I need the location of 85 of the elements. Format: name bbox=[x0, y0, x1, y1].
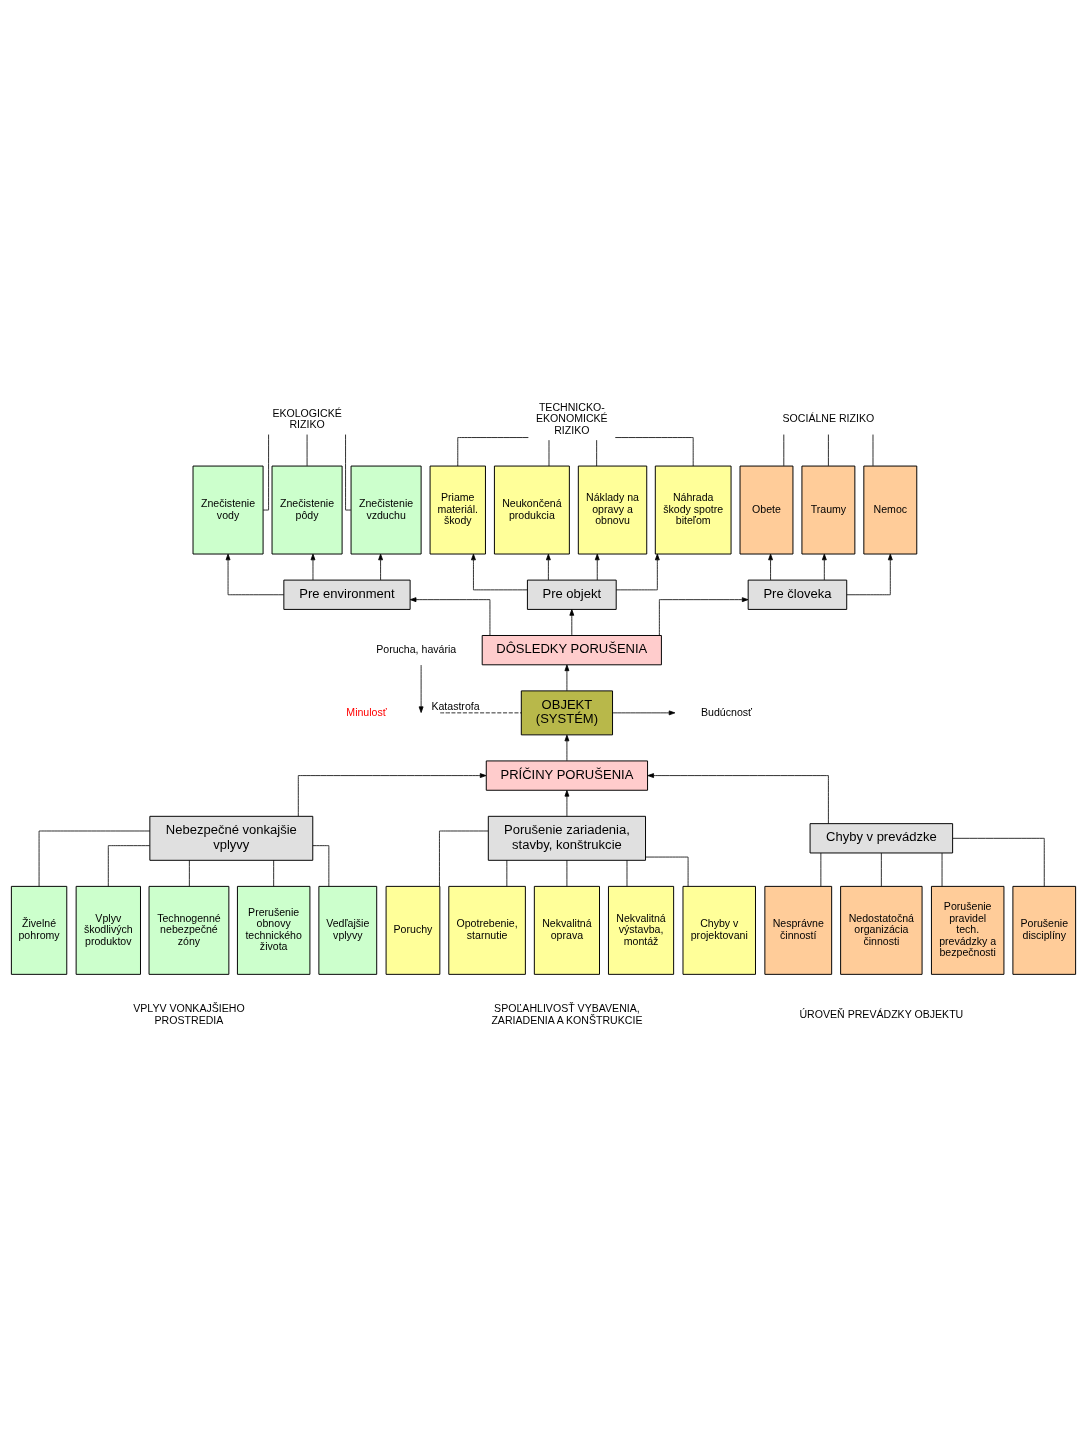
node-box: Znečistenie vody bbox=[192, 465, 264, 555]
connector bbox=[941, 852, 943, 887]
connector bbox=[506, 859, 508, 887]
arrow bbox=[846, 553, 893, 596]
node-box: Traumy bbox=[801, 465, 856, 555]
connector bbox=[626, 859, 628, 887]
node-box: Priame materiál. škody bbox=[429, 465, 486, 555]
node-box: Obete bbox=[739, 465, 794, 555]
arrow bbox=[569, 609, 575, 636]
arrow bbox=[615, 553, 660, 591]
arrow bbox=[471, 553, 528, 591]
connector bbox=[952, 837, 1045, 887]
arrow bbox=[297, 773, 487, 817]
connector bbox=[880, 852, 882, 887]
connector bbox=[596, 439, 598, 467]
label: VPLYV VONKAJŠIEHO PROSTREDIA bbox=[133, 1002, 245, 1026]
connector bbox=[345, 434, 352, 511]
node-box: Pre človeka bbox=[747, 579, 848, 610]
node-box: Znečistenie pôdy bbox=[271, 465, 343, 555]
connector bbox=[188, 859, 190, 887]
node-box: Opotrebenie, starnutie bbox=[448, 885, 526, 975]
node-text: SOCIÁLNE RIZIKO bbox=[782, 412, 875, 425]
node-box: Poruchy bbox=[385, 885, 441, 975]
node-box: Porušenie zariadenia, stavby, konštrukcie bbox=[487, 815, 646, 861]
node-box: Nesprávne činností bbox=[764, 885, 833, 975]
node-box: Prerušenie obnovy technického života bbox=[236, 885, 311, 975]
connector bbox=[548, 439, 550, 467]
node-box: PRÍČINY PORUŠENIA bbox=[485, 760, 649, 791]
node-box: Chyby v prevádzke bbox=[809, 823, 954, 854]
connector bbox=[820, 852, 822, 887]
edge-label: Katastrofa bbox=[431, 699, 480, 712]
node-box: Nekvalitná výstavba, montáž bbox=[607, 885, 675, 975]
arrow bbox=[310, 553, 316, 581]
arrow bbox=[768, 553, 773, 581]
node-box: Porušenie disciplíny bbox=[1012, 885, 1077, 975]
node-box: Nekvalitná oprava bbox=[533, 885, 600, 975]
node-box: OBJEKT (SYSTÉM) bbox=[520, 690, 614, 736]
node-box: Nemoc bbox=[863, 465, 918, 555]
node-box: Pre environment bbox=[283, 579, 411, 610]
connector bbox=[783, 434, 785, 467]
node-box: Porušenie pravidel tech. prevádzky a bezpečnosti bbox=[930, 885, 1005, 975]
arrow bbox=[821, 553, 827, 581]
connector bbox=[439, 830, 489, 887]
arrow bbox=[564, 664, 570, 692]
node-box: DÔSLEDKY PORUŠENIA bbox=[481, 635, 662, 666]
arrow bbox=[647, 773, 829, 824]
node-box: Nedostatočná organizácia činnosti bbox=[840, 885, 923, 975]
arrow bbox=[594, 553, 600, 581]
connector bbox=[457, 437, 529, 467]
label: SPOĽAHLIVOSŤ VYBAVENIA, ZARIADENIA A KONŠTRUKCIE bbox=[491, 1002, 643, 1026]
arrow bbox=[612, 710, 676, 716]
connector bbox=[107, 845, 150, 887]
arrow bbox=[418, 664, 424, 713]
node-box: Náklady na opravy a obnovu bbox=[577, 465, 648, 555]
arrow bbox=[564, 734, 570, 762]
arrow bbox=[409, 597, 491, 636]
node-box: Chyby v projektovani bbox=[682, 885, 756, 975]
node-box: Neukončená produkcia bbox=[493, 465, 570, 555]
connector bbox=[566, 859, 568, 887]
node-text: EKOLOGICKÉ RIZIKO bbox=[272, 406, 342, 431]
node-box: Vplyv škodlivých produktov bbox=[75, 885, 141, 975]
label: ÚROVEŇ PREVÁDZKY OBJEKTU bbox=[799, 1007, 964, 1020]
node-text: TECHNICKO-EKONOMICKÉ RIZIKO bbox=[535, 400, 608, 436]
arrow bbox=[564, 790, 570, 817]
connector bbox=[273, 859, 275, 887]
arrow bbox=[658, 597, 749, 636]
node-box: Technogenné nebezpečné zóny bbox=[148, 885, 230, 975]
arrow bbox=[378, 553, 383, 581]
arrow bbox=[225, 553, 285, 596]
node-box: Náhrada škody spotrebiteľom bbox=[654, 465, 732, 555]
node-text: Porucha, havária bbox=[376, 642, 457, 655]
connector bbox=[645, 856, 689, 887]
node-box: Pre objekt bbox=[526, 579, 617, 610]
connector bbox=[828, 434, 829, 467]
node-box: Znečistenie vzduchu bbox=[350, 465, 422, 555]
connector bbox=[262, 434, 269, 511]
label: Budúcnosť bbox=[701, 705, 753, 718]
node-box: Živelné pohromy bbox=[10, 885, 68, 975]
connector bbox=[38, 830, 151, 887]
connector bbox=[439, 712, 522, 714]
node-box: Nebezpečné vonkajšie vplyvy bbox=[149, 815, 314, 861]
connector bbox=[614, 437, 694, 467]
arrow bbox=[546, 553, 551, 581]
label: Minulosť bbox=[346, 705, 387, 718]
node-box: Vedľajšie vplyvy bbox=[318, 885, 378, 975]
